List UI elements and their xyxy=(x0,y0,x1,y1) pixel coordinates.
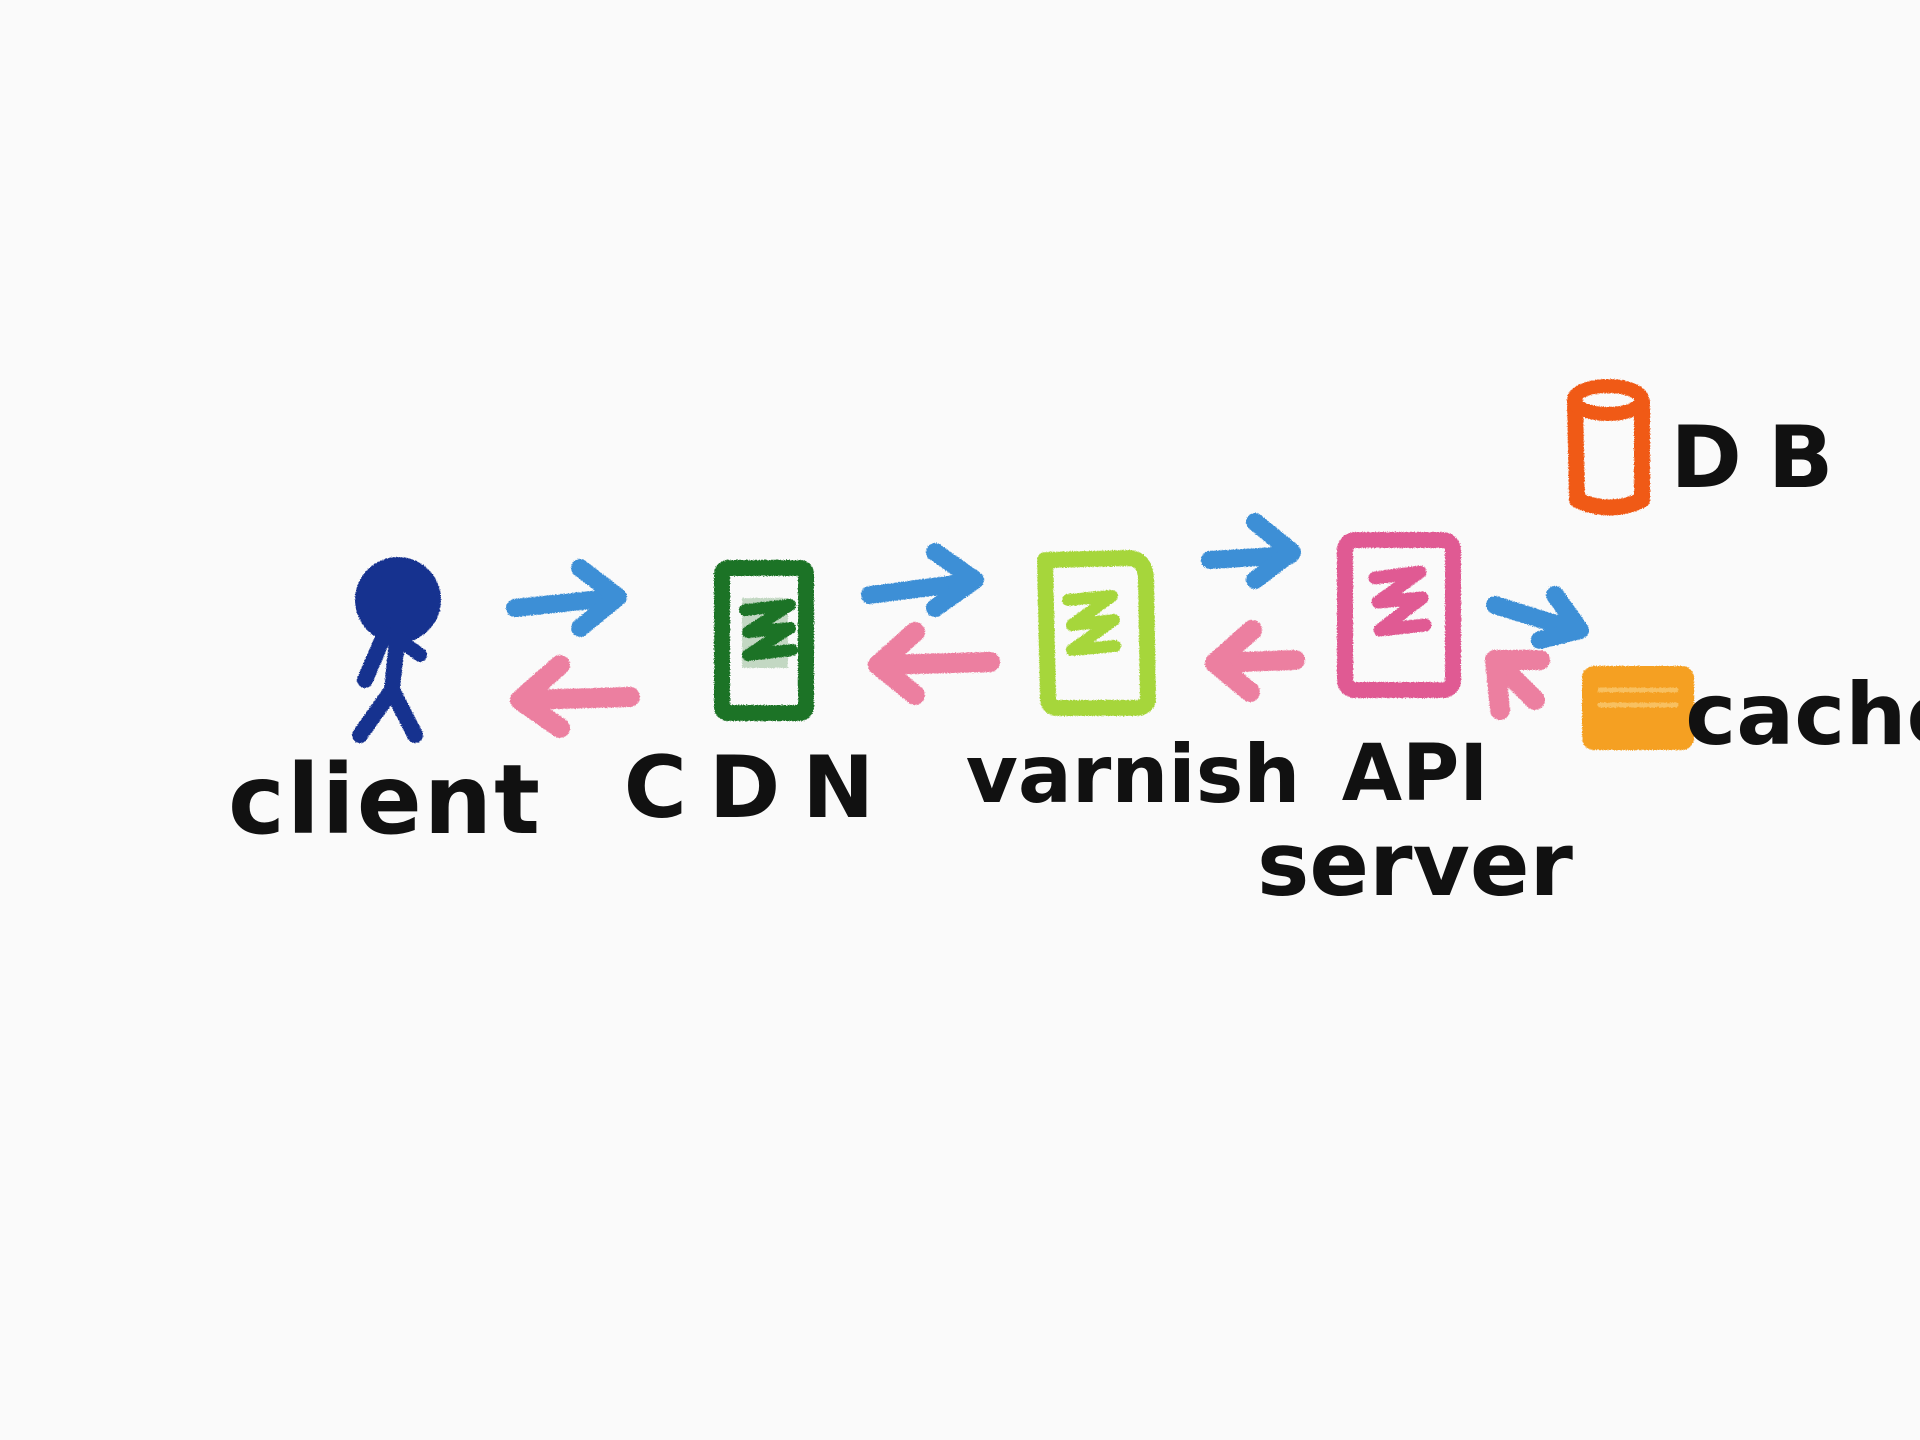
arrow-varnish-to-api xyxy=(1201,513,1301,589)
cdn-server-icon xyxy=(714,560,814,721)
client-label: client xyxy=(227,744,543,856)
api-server-label-line1: API xyxy=(1341,729,1489,819)
arrow-cdn-to-varnish xyxy=(861,543,984,617)
db-label: DB xyxy=(1670,408,1860,508)
api-server-icon xyxy=(1337,532,1461,698)
varnish-label: varnish xyxy=(965,728,1301,821)
db-cylinder-icon xyxy=(1567,379,1650,516)
client-person-icon xyxy=(352,557,441,743)
arrow-client-to-cdn xyxy=(506,559,627,637)
arrow-cdn-to-client xyxy=(510,655,640,738)
varnish-server-icon xyxy=(1037,550,1156,716)
cache-label: cache xyxy=(1685,665,1920,765)
arrow-varnish-to-cdn xyxy=(868,622,1000,705)
arrow-api-to-db xyxy=(1486,586,1589,649)
cdn-label: CDN xyxy=(623,738,897,838)
api-server-label-line2: server xyxy=(1257,813,1573,916)
api-server-label: API server xyxy=(1257,735,1573,909)
arrow-cache-to-api xyxy=(1485,650,1550,720)
arrow-api-to-varnish xyxy=(1205,620,1305,702)
cache-block-icon xyxy=(1582,666,1694,750)
